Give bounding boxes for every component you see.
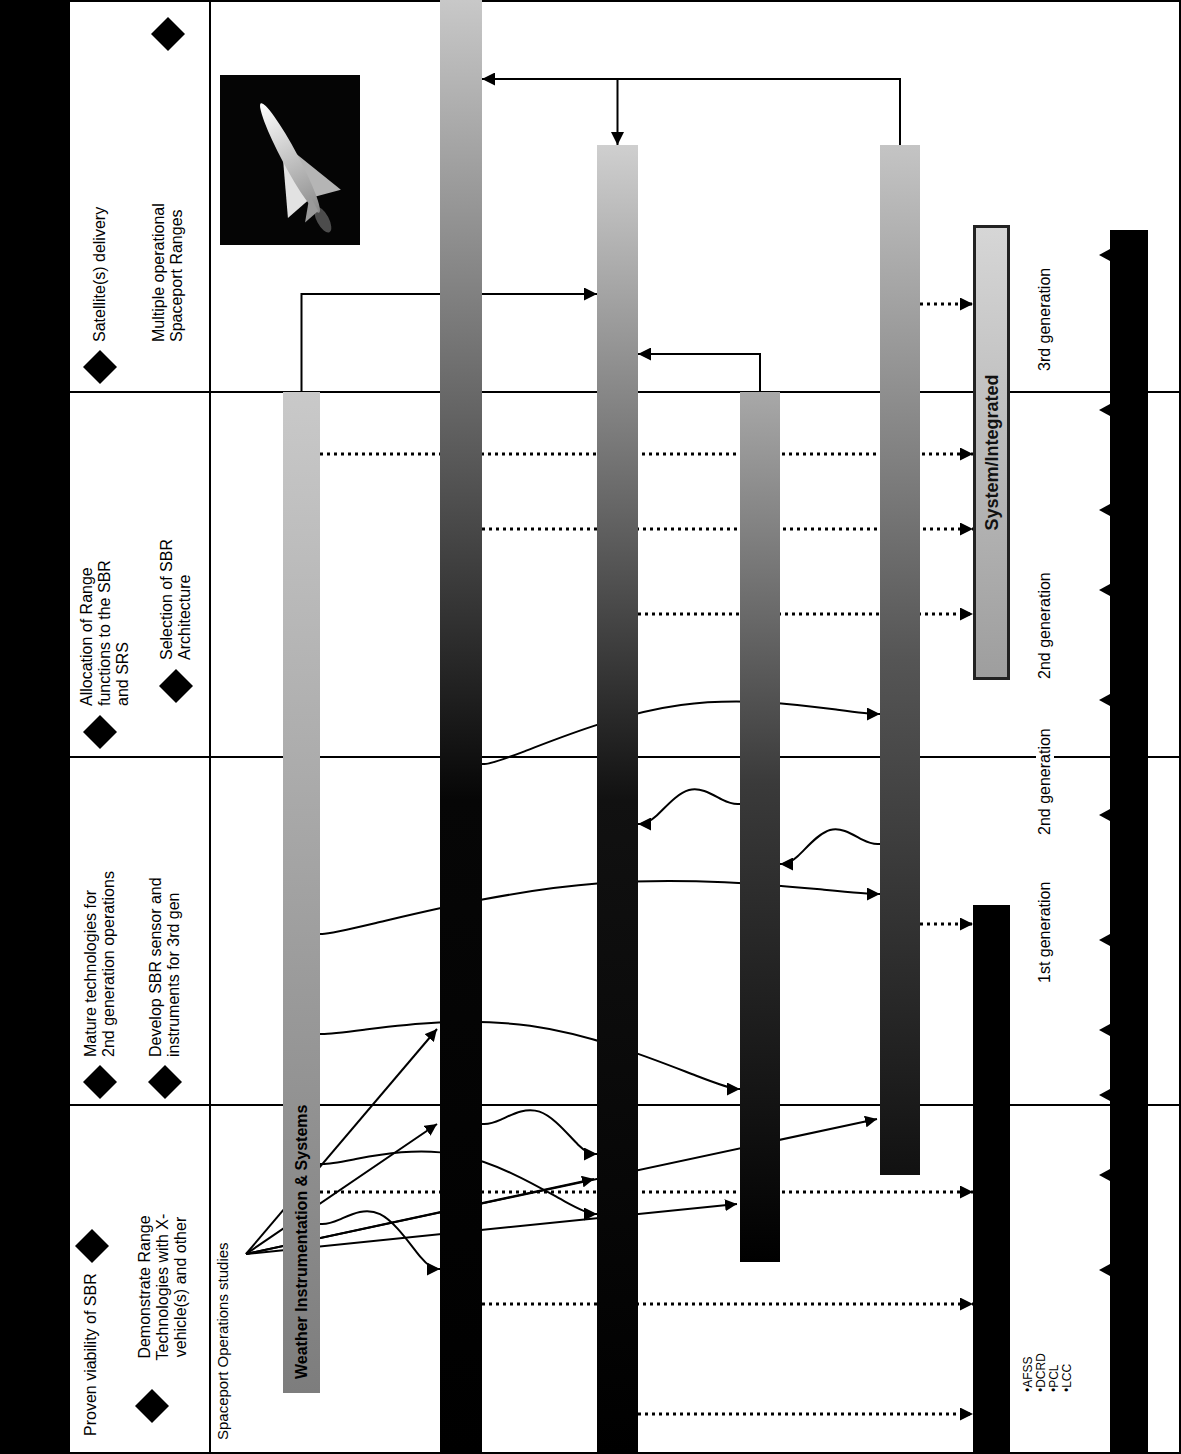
dotted-arrow: [920, 303, 973, 306]
timeline-tick: [1099, 934, 1110, 946]
timeline-tick: [1099, 404, 1110, 416]
timeline-tick: [1099, 1024, 1110, 1036]
dotted-arrow: [638, 613, 973, 616]
milestone-label: Multiple operational Spaceport Ranges: [150, 187, 186, 342]
flow-arrow: [482, 79, 900, 145]
technology-track-bar: [597, 145, 638, 1454]
timeline-tick: [1099, 1264, 1110, 1276]
bullet-item: •AFSS: [1022, 1356, 1035, 1392]
bullet-item: •PCL: [1048, 1364, 1061, 1392]
dotted-arrow: [920, 923, 973, 926]
generation-label: 2nd generation: [1036, 725, 1054, 838]
generation-label: 3rd generation: [1036, 265, 1054, 374]
generation-label: 2nd generation: [1036, 569, 1054, 682]
plane-body: [254, 100, 326, 217]
technology-track-bar: Weather Instrumentation & Systems: [283, 392, 320, 1393]
dotted-arrow: [638, 1413, 973, 1416]
timeline-tick: [1099, 584, 1110, 596]
flow-arrow: [320, 1211, 440, 1269]
flow-arrow: [638, 789, 740, 824]
milestone-diamond: [83, 715, 117, 749]
milestone-label: Mature technologies for 2nd generation o…: [82, 864, 118, 1057]
technology-track-bar: [880, 145, 920, 1175]
milestone-diamond: [83, 350, 117, 384]
bar-title: System/Integrated: [981, 374, 1003, 530]
milestone-diamond: [159, 669, 193, 703]
timeline-tick: [1099, 249, 1110, 261]
milestone-label: Proven viability of SBR: [82, 1273, 100, 1436]
milestone-diamond: [83, 1065, 117, 1099]
milestone-diamond: [151, 17, 185, 51]
milestone-label: Satellite(s) delivery: [91, 207, 109, 342]
technology-track-bar: [440, 0, 482, 1454]
milestone-label: Allocation of Range functions to the SBR…: [78, 554, 132, 706]
dotted-arrow: [482, 1303, 973, 1306]
flow-arrow: [320, 1022, 740, 1089]
timeline-tick: [1099, 1089, 1110, 1101]
milestone-label: Selection of SBR Architecture: [158, 518, 194, 660]
bullet-item: •DCRD: [1035, 1353, 1048, 1392]
milestone-label: Develop SBR sensor and instruments for 3…: [147, 864, 183, 1057]
generation-timeline: [1099, 230, 1148, 1454]
integrated-system-box: System/Integrated: [973, 225, 1010, 680]
bullet-item: •LCC: [1061, 1364, 1074, 1392]
timeline-tick: [1099, 504, 1110, 516]
milestone-diamond: [75, 1229, 109, 1263]
bar-title: Weather Instrumentation & Systems: [292, 1105, 312, 1379]
milestone-label: Demonstrate Range Technologies with X-ve…: [136, 1198, 190, 1376]
flow-arrow: [638, 354, 760, 392]
generation-label: 1st generation: [1036, 879, 1054, 986]
leader-arrow: [246, 1119, 877, 1254]
timeline-tick: [1099, 1169, 1110, 1181]
technology-track-bar: [740, 392, 780, 1262]
milestone-diamond: [135, 1389, 169, 1423]
flow-arrow: [780, 829, 880, 864]
generation-bar: [973, 905, 1010, 1454]
timeline-tick: [1099, 809, 1110, 821]
study-fan-lines: [246, 1029, 877, 1254]
timeline-bar: [1110, 230, 1148, 1454]
spaceplane-photo: [220, 75, 360, 246]
flow-arrow: [618, 79, 901, 145]
spaceplane: [234, 89, 356, 246]
timeline-tick: [1099, 694, 1110, 706]
study-label: Spaceport Operations studies: [214, 1242, 231, 1440]
dotted-arrow: [320, 453, 973, 456]
header-divider: [209, 0, 211, 1454]
plane-tail: [295, 195, 320, 222]
milestone-diamonds: [75, 17, 193, 1423]
header-strip: [0, 0, 70, 1454]
milestone-diamond: [148, 1065, 182, 1099]
flow-arrow: [482, 1110, 597, 1154]
flow-arrow: [482, 702, 880, 764]
photo-frame: [220, 75, 360, 245]
dotted-arrow: [320, 1191, 973, 1194]
